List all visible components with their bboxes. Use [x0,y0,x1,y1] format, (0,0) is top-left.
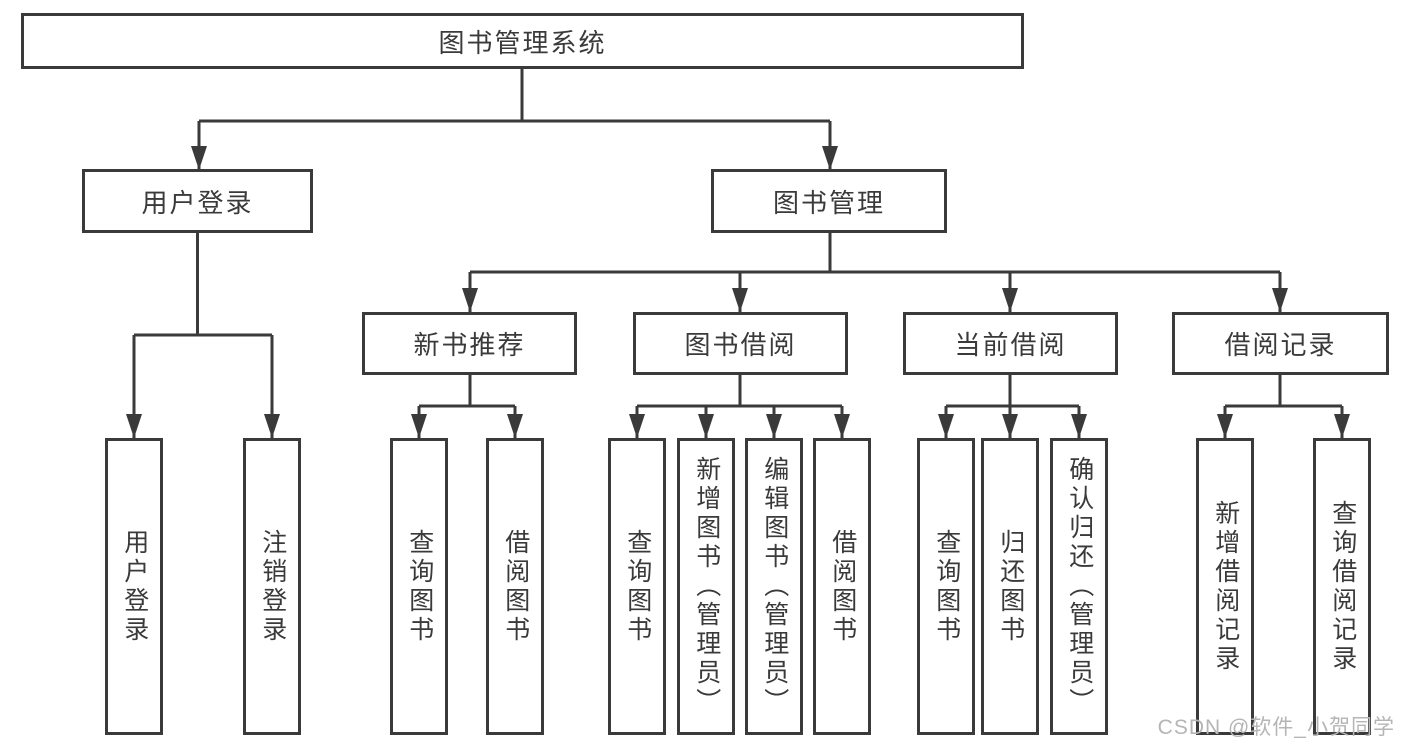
node-leaf-edit-book-admin: 编辑图书（管理员） [745,438,803,735]
node-leaf-borrow-books-recommend: 借阅图书 [486,438,544,735]
node-label: 借阅图书 [828,528,857,645]
node-leaf-confirm-return-admin: 确认归还（管理员） [1050,438,1108,735]
node-leaf-query-books-recommend: 查询图书 [390,438,448,735]
node-leaf-add-book-admin: 新增图书（管理员） [677,438,735,735]
node-borrow-records: 借阅记录 [1172,312,1389,375]
node-label: 查询图书 [405,528,434,645]
node-label: 注销登录 [258,528,287,645]
node-label: 编辑图书（管理员） [760,456,789,717]
node-leaf-return-book: 归还图书 [981,438,1039,735]
node-label: 查询图书 [932,528,961,645]
node-new-book-recommend: 新书推荐 [362,312,577,375]
node-leaf-borrow-books: 借阅图书 [813,438,871,735]
node-current-borrowing: 当前借阅 [903,312,1118,375]
node-label: 新增图书（管理员） [692,456,721,717]
node-label: 查询借阅记录 [1328,499,1357,674]
node-book-borrowing: 图书借阅 [633,312,848,375]
node-label: 借阅图书 [501,528,530,645]
node-label: 确认归还（管理员） [1065,456,1094,717]
node-leaf-add-borrow-record: 新增借阅记录 [1196,438,1254,735]
node-library-system: 图书管理系统 [21,13,1024,69]
node-user-login: 用户登录 [82,169,313,233]
node-leaf-logout: 注销登录 [243,438,301,735]
node-leaf-query-books-borrowing: 查询图书 [608,438,666,735]
node-label: 用户登录 [120,528,149,645]
node-leaf-query-borrow-record: 查询借阅记录 [1313,438,1371,735]
node-book-management: 图书管理 [711,169,947,233]
node-leaf-query-books-current: 查询图书 [917,438,975,735]
node-label: 归还图书 [996,528,1025,645]
csdn-watermark: CSDN @软件_小贺同学 [1157,716,1395,739]
node-label: 新增借阅记录 [1211,499,1240,674]
node-label: 查询图书 [623,528,652,645]
node-leaf-user-login: 用户登录 [105,438,163,735]
